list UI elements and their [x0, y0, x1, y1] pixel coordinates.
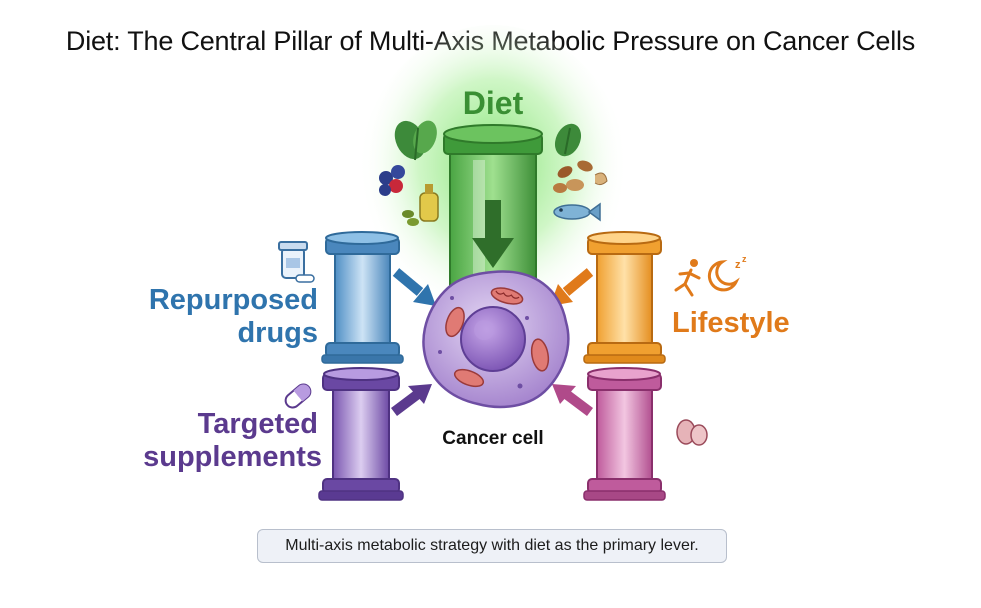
fifth-arrow	[552, 384, 593, 416]
lifestyle-pillar	[583, 231, 666, 364]
repurposed-arrow	[392, 268, 436, 306]
spinach-icon	[554, 123, 582, 157]
supplements-label-line1: Targeted	[198, 408, 318, 440]
eggs-icon	[676, 419, 708, 446]
capsule-icon	[284, 383, 312, 409]
running-person-icon	[674, 259, 701, 297]
repurposed-drugs-pillar	[321, 231, 404, 364]
spinach-icon	[394, 120, 437, 161]
cancer-cell-label: Cancer cell	[442, 428, 543, 449]
svg-text:z: z	[735, 259, 741, 271]
berries-icon	[379, 165, 405, 196]
supplements-arrow	[391, 384, 432, 416]
diet-label: Diet	[463, 85, 524, 121]
caption-box: Multi-axis metabolic strategy with diet …	[257, 529, 727, 563]
cancer-cell	[422, 270, 570, 409]
repurposed-label-line2: drugs	[237, 317, 318, 349]
olive-oil-icon	[402, 184, 439, 226]
lifestyle-label: Lifestyle	[672, 307, 790, 339]
mitochondrion-icon	[453, 368, 485, 388]
pill-bottle-icon	[278, 241, 315, 283]
mitochondrion-icon	[530, 338, 550, 372]
fish-icon	[553, 202, 601, 222]
mitochondrion-icon	[490, 287, 524, 305]
repurposed-label-line1: Repurposed	[149, 284, 318, 316]
mitochondrion-icon	[445, 306, 465, 338]
nuts-icon	[553, 160, 608, 193]
cell-nucleus	[460, 306, 526, 372]
svg-text:z: z	[742, 254, 747, 264]
supplements-label-line2: supplements	[143, 441, 322, 473]
targeted-supplements-pillar	[318, 367, 404, 501]
sleep-moon-icon: z z	[707, 254, 747, 292]
caption-text: Multi-axis metabolic strategy with diet …	[285, 537, 699, 554]
fifth-pillar	[583, 367, 666, 501]
diet-arrow	[472, 200, 514, 268]
